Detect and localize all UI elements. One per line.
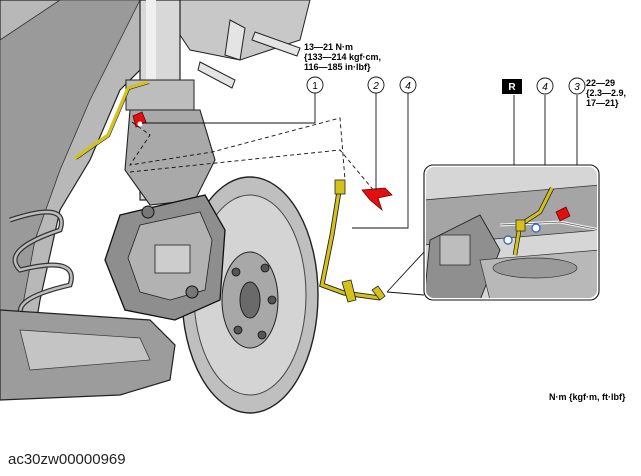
figure-id: ac30zw00000969 <box>8 451 126 468</box>
svg-text:1: 1 <box>312 81 318 92</box>
callout-2: 2 <box>367 76 385 94</box>
brake-pipe <box>74 80 149 160</box>
brake-caliper <box>104 194 226 321</box>
svg-text:4: 4 <box>542 82 548 93</box>
callout-3: 3 <box>568 77 586 95</box>
svg-text:R: R <box>508 82 516 93</box>
svg-text:4: 4 <box>405 81 411 92</box>
exploded-guides <box>129 117 376 193</box>
flexible-hose <box>319 179 386 303</box>
brake-line-fittings <box>197 19 301 89</box>
detail-inset <box>386 164 600 301</box>
units-note: N·m {kgf·m, ft·lbf} <box>549 392 626 402</box>
suspension-assembly <box>0 0 319 414</box>
clip-2 <box>361 187 393 212</box>
torque-spec-3: 22—29 {2.3—2.9, 17—21} <box>586 78 627 108</box>
r-badge: R <box>502 79 522 94</box>
svg-text:2: 2 <box>372 81 379 92</box>
callout-1: 1 <box>306 76 324 94</box>
svg-text:3: 3 <box>574 82 580 93</box>
torque-spec-1: 13—21 N·m {133—214 kgf·cm, 116—185 in·lb… <box>304 42 382 72</box>
callout-4: 4 <box>399 76 417 94</box>
callout-4b: 4 <box>536 77 554 95</box>
